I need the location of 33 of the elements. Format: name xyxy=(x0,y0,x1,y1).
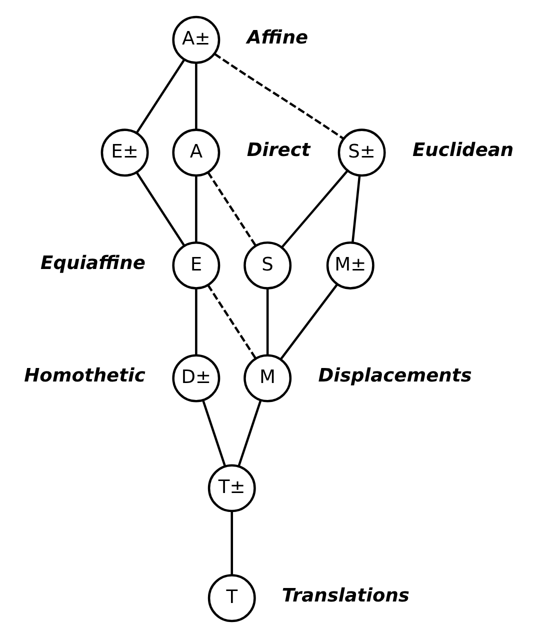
connector xyxy=(230,511,233,576)
node-label: Affine xyxy=(246,27,308,48)
node-label: Euclidean xyxy=(412,140,514,162)
connector xyxy=(266,288,268,356)
connector xyxy=(194,288,197,356)
connector xyxy=(135,58,185,134)
node-circle: T± xyxy=(207,464,256,512)
node-circle: D± xyxy=(172,354,220,402)
node-circle: S xyxy=(243,241,292,290)
connector xyxy=(201,400,226,467)
node-circle: M± xyxy=(326,241,374,290)
node-circle: A xyxy=(172,128,220,177)
connector xyxy=(194,176,197,242)
connector xyxy=(206,284,256,360)
node-circle: T xyxy=(207,574,256,622)
node-circle: E± xyxy=(100,128,148,177)
node-label: Direct xyxy=(246,140,310,162)
connector xyxy=(279,284,338,360)
node-label: Displacements xyxy=(318,366,472,387)
connector xyxy=(206,172,256,246)
node-circle: E xyxy=(172,241,220,290)
connector xyxy=(280,170,348,248)
connector xyxy=(194,63,197,130)
connector xyxy=(214,53,344,140)
node-label: Homothetic xyxy=(24,366,145,387)
node-circle: A± xyxy=(172,16,220,64)
connector xyxy=(351,176,360,242)
node-circle: M xyxy=(243,354,292,402)
node-label: Translations xyxy=(281,586,409,607)
node-label: Equiaffine xyxy=(40,252,145,274)
node-circle: S± xyxy=(337,128,386,177)
connector xyxy=(237,400,262,467)
connector xyxy=(135,172,185,246)
